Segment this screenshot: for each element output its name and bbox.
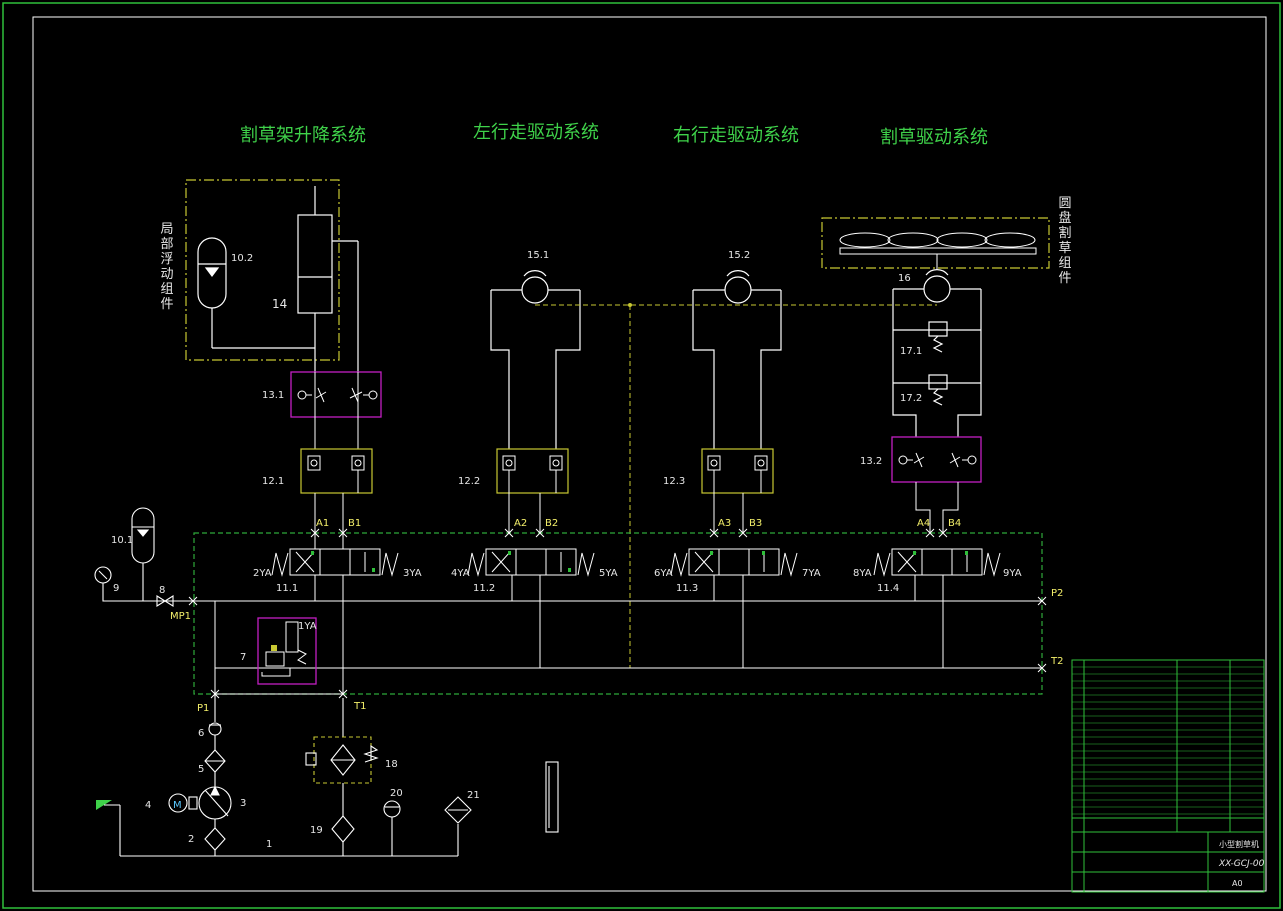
title-block-sheet: A0 [1232, 879, 1243, 888]
relief-valve-marker [271, 645, 277, 651]
port-crosses [188, 528, 1047, 699]
right-motor-15-2 [692, 270, 782, 449]
lock-valve-13-1 [290, 371, 382, 418]
port-a4: A4 [917, 518, 930, 529]
motor-m-icon: M [173, 800, 182, 811]
label-3: 3 [240, 798, 246, 809]
label-11-2: 11.2 [473, 583, 495, 594]
title-lift-system: 割草架升降系统 [240, 125, 366, 146]
valve-markers [311, 551, 968, 572]
disc-mower-box [821, 217, 1050, 269]
label-16: 16 [898, 273, 911, 284]
label-21: 21 [467, 790, 480, 801]
valve-8 [156, 595, 174, 607]
label-7ya: 7YA [802, 568, 821, 579]
label-18: 18 [385, 759, 398, 770]
title-left-drive: 左行走驱动系统 [473, 122, 599, 143]
check-valve-12-3 [701, 448, 774, 494]
check-valve-12-1-symbols [307, 455, 365, 533]
label-7: 7 [240, 652, 246, 663]
port-a2: A2 [514, 518, 527, 529]
port-p2: P2 [1051, 588, 1063, 599]
accumulator-10-1 [131, 507, 155, 601]
check-valve-12-3-symbols [707, 455, 768, 533]
lock-valve-13-1-symbols [297, 372, 378, 449]
port-t2: T2 [1050, 656, 1063, 667]
label-12-3: 12.3 [663, 476, 685, 487]
pump-circuit [119, 694, 458, 857]
label-6ya: 6YA [654, 568, 673, 579]
port-b3: B3 [749, 518, 762, 529]
label-17-1: 17.1 [900, 346, 922, 357]
label-8: 8 [159, 585, 165, 596]
label-17-2: 17.2 [900, 393, 922, 404]
check-valve-12-2-symbols [502, 455, 563, 533]
label-15-1: 15.1 [527, 250, 549, 261]
label-2ya: 2YA [253, 568, 272, 579]
label-11-4: 11.4 [877, 583, 899, 594]
valve-block [193, 532, 1043, 695]
label-20: 20 [390, 788, 403, 799]
label-13-1: 13.1 [262, 390, 284, 401]
label-12-2: 12.2 [458, 476, 480, 487]
check-valve-12-2 [496, 448, 569, 494]
directional-valves [170, 533, 1042, 695]
label-8ya: 8YA [853, 568, 872, 579]
label-disc-mower: 圆盘割草组件 [1058, 196, 1072, 286]
title-mow-drive: 割草驱动系统 [880, 127, 988, 148]
title-block-name: 小型割草机 [1219, 839, 1259, 849]
label-13-2: 13.2 [860, 456, 882, 467]
title-right-drive: 右行走驱动系统 [673, 125, 799, 146]
label-10-1: 10.1 [111, 535, 133, 546]
drain-junction [628, 303, 632, 307]
label-9ya: 9YA [1003, 568, 1022, 579]
label-6: 6 [198, 728, 204, 739]
label-2: 2 [188, 834, 194, 845]
check-valve-12-1 [300, 448, 373, 494]
mow-motor-16 [892, 269, 982, 437]
title-block-rows [1072, 666, 1264, 815]
label-19: 19 [310, 825, 323, 836]
label-5ya: 5YA [599, 568, 618, 579]
port-mp1: MP1 [170, 611, 191, 622]
label-15-2: 15.2 [728, 250, 750, 261]
inner-frame [32, 16, 1267, 892]
lift-cylinder-14 [297, 186, 359, 372]
port-b1: B1 [348, 518, 361, 529]
left-motor-15-1 [490, 270, 581, 449]
title-block [1071, 659, 1265, 893]
label-12-1: 12.1 [262, 476, 284, 487]
port-b4: B4 [948, 518, 961, 529]
label-5: 5 [198, 764, 204, 775]
accumulator-10-2 [197, 237, 315, 349]
gauge-9 [94, 566, 170, 602]
return-circuit [305, 698, 559, 856]
port-a1: A1 [316, 518, 329, 529]
label-3ya: 3YA [403, 568, 422, 579]
float-assembly-box [185, 179, 340, 361]
relief-valve-7 [257, 617, 317, 685]
label-4: 4 [145, 800, 151, 811]
relief-valve-7-symbols [261, 621, 307, 677]
drain-lines [535, 304, 937, 668]
label-4ya: 4YA [451, 568, 470, 579]
label-9: 9 [113, 583, 119, 594]
lock-valve-13-2-symbols [898, 452, 977, 533]
port-t1: T1 [353, 701, 366, 712]
label-11-3: 11.3 [676, 583, 698, 594]
label-float-assembly: 局部浮动组件 [160, 222, 174, 312]
label-14: 14 [272, 297, 287, 311]
lock-valve-13-2 [891, 436, 982, 483]
label-10-2: 10.2 [231, 253, 253, 264]
title-block-drawing-no: XX-GCJ-00 [1218, 859, 1265, 869]
port-p1: P1 [197, 703, 209, 714]
label-1: 1 [266, 839, 272, 850]
port-a3: A3 [718, 518, 731, 529]
cutter-discs [839, 232, 1037, 270]
port-b2: B2 [545, 518, 558, 529]
label-11-1: 11.1 [276, 583, 298, 594]
label-1ya: 1YA [298, 621, 317, 632]
